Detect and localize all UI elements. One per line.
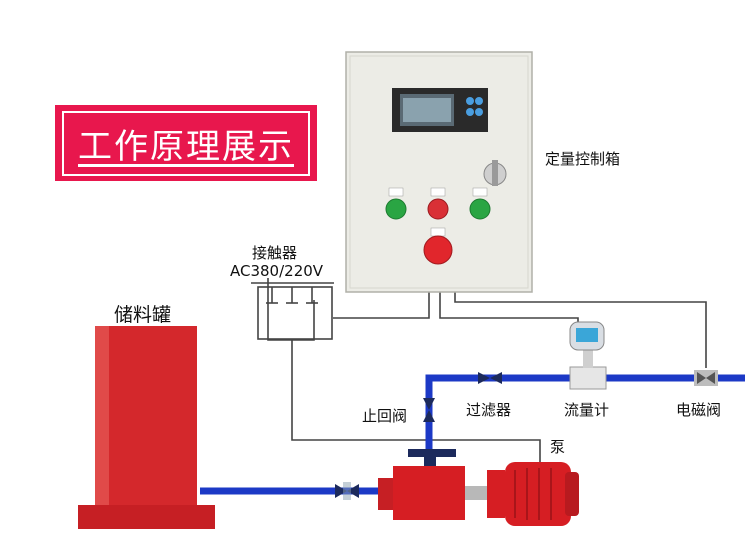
emergency-stop-icon bbox=[423, 227, 453, 265]
flow-meter-icon bbox=[569, 321, 607, 390]
contactor-label: 接触器 bbox=[252, 244, 298, 262]
display-screen-icon bbox=[392, 88, 488, 132]
filter-icon bbox=[478, 372, 502, 384]
green-button-icon bbox=[385, 187, 407, 220]
red-button-icon bbox=[427, 187, 449, 220]
pipeline bbox=[200, 374, 745, 495]
pump-label: 泵 bbox=[550, 438, 566, 456]
tank-label: 储料罐 bbox=[114, 304, 172, 326]
solenoid-valve-label: 电磁阀 bbox=[676, 401, 722, 419]
pump-icon bbox=[378, 449, 579, 526]
title-banner: 工作原理展示 bbox=[55, 105, 317, 181]
green-button-icon bbox=[469, 187, 491, 220]
contactor-symbol bbox=[257, 286, 333, 340]
banner-title: 工作原理展示 bbox=[62, 110, 310, 176]
inlet-valve-icon bbox=[335, 482, 359, 500]
filter-label: 过滤器 bbox=[466, 401, 512, 419]
contactor-voltage-label: AC380/220V bbox=[230, 262, 324, 280]
control-wiring bbox=[251, 278, 707, 466]
solenoid-valve-icon bbox=[694, 370, 718, 386]
check-valve-icon bbox=[423, 398, 435, 422]
control-box-label: 定量控制箱 bbox=[545, 150, 621, 168]
flow-meter-label: 流量计 bbox=[564, 401, 610, 419]
check-valve-label: 止回阀 bbox=[362, 407, 408, 425]
control-cabinet bbox=[345, 51, 533, 293]
storage-tank bbox=[78, 326, 215, 529]
key-switch-icon bbox=[483, 160, 507, 186]
